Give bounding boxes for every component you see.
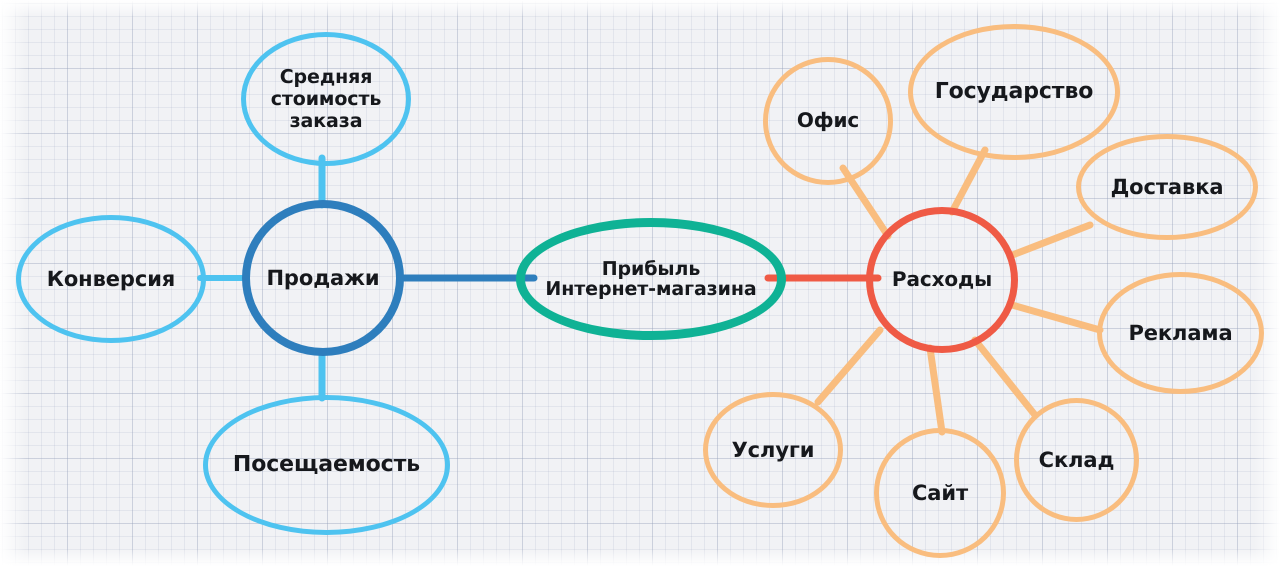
node-center-profit[interactable]: Прибыль Интернет-магазина	[516, 218, 786, 340]
node-office[interactable]: Офис	[763, 57, 893, 185]
node-warehouse-label: Склад	[1038, 447, 1115, 472]
node-traffic-label: Посещаемость	[232, 452, 421, 478]
edge-costs-to-delivery	[1006, 221, 1094, 260]
node-website-label: Сайт	[911, 480, 969, 505]
node-avg-order-value[interactable]: Средняя стоимость заказа	[241, 32, 411, 166]
node-sales[interactable]: Продажи	[242, 200, 404, 356]
node-advertising-label: Реклама	[1128, 320, 1233, 345]
node-costs[interactable]: Расходы	[866, 207, 1018, 353]
node-avg-order-value-label: Средняя стоимость заказа	[270, 65, 382, 133]
node-sales-label: Продажи	[266, 265, 380, 290]
edge-costs-to-services	[814, 326, 884, 406]
node-office-label: Офис	[796, 108, 860, 133]
edge-costs-to-website	[926, 344, 946, 436]
node-state-label: Государство	[934, 79, 1094, 105]
node-warehouse[interactable]: Склад	[1014, 398, 1139, 522]
node-delivery[interactable]: Доставка	[1076, 134, 1258, 240]
node-conversion-label: Конверсия	[46, 266, 176, 291]
edge-costs-to-advertising	[1008, 301, 1104, 334]
node-delivery-label: Доставка	[1110, 174, 1224, 199]
edge-costs-to-warehouse	[971, 336, 1039, 419]
node-state[interactable]: Государство	[908, 24, 1120, 160]
node-services[interactable]: Услуги	[703, 392, 843, 508]
node-center-profit-label: Прибыль Интернет-магазина	[545, 257, 757, 300]
node-conversion[interactable]: Конверсия	[16, 215, 206, 343]
node-costs-label: Расходы	[891, 267, 993, 292]
node-traffic[interactable]: Посещаемость	[203, 395, 450, 535]
node-website[interactable]: Сайт	[874, 428, 1006, 558]
node-services-label: Услуги	[731, 437, 815, 462]
edge-costs-to-state	[948, 146, 989, 216]
node-advertising[interactable]: Реклама	[1097, 272, 1264, 394]
